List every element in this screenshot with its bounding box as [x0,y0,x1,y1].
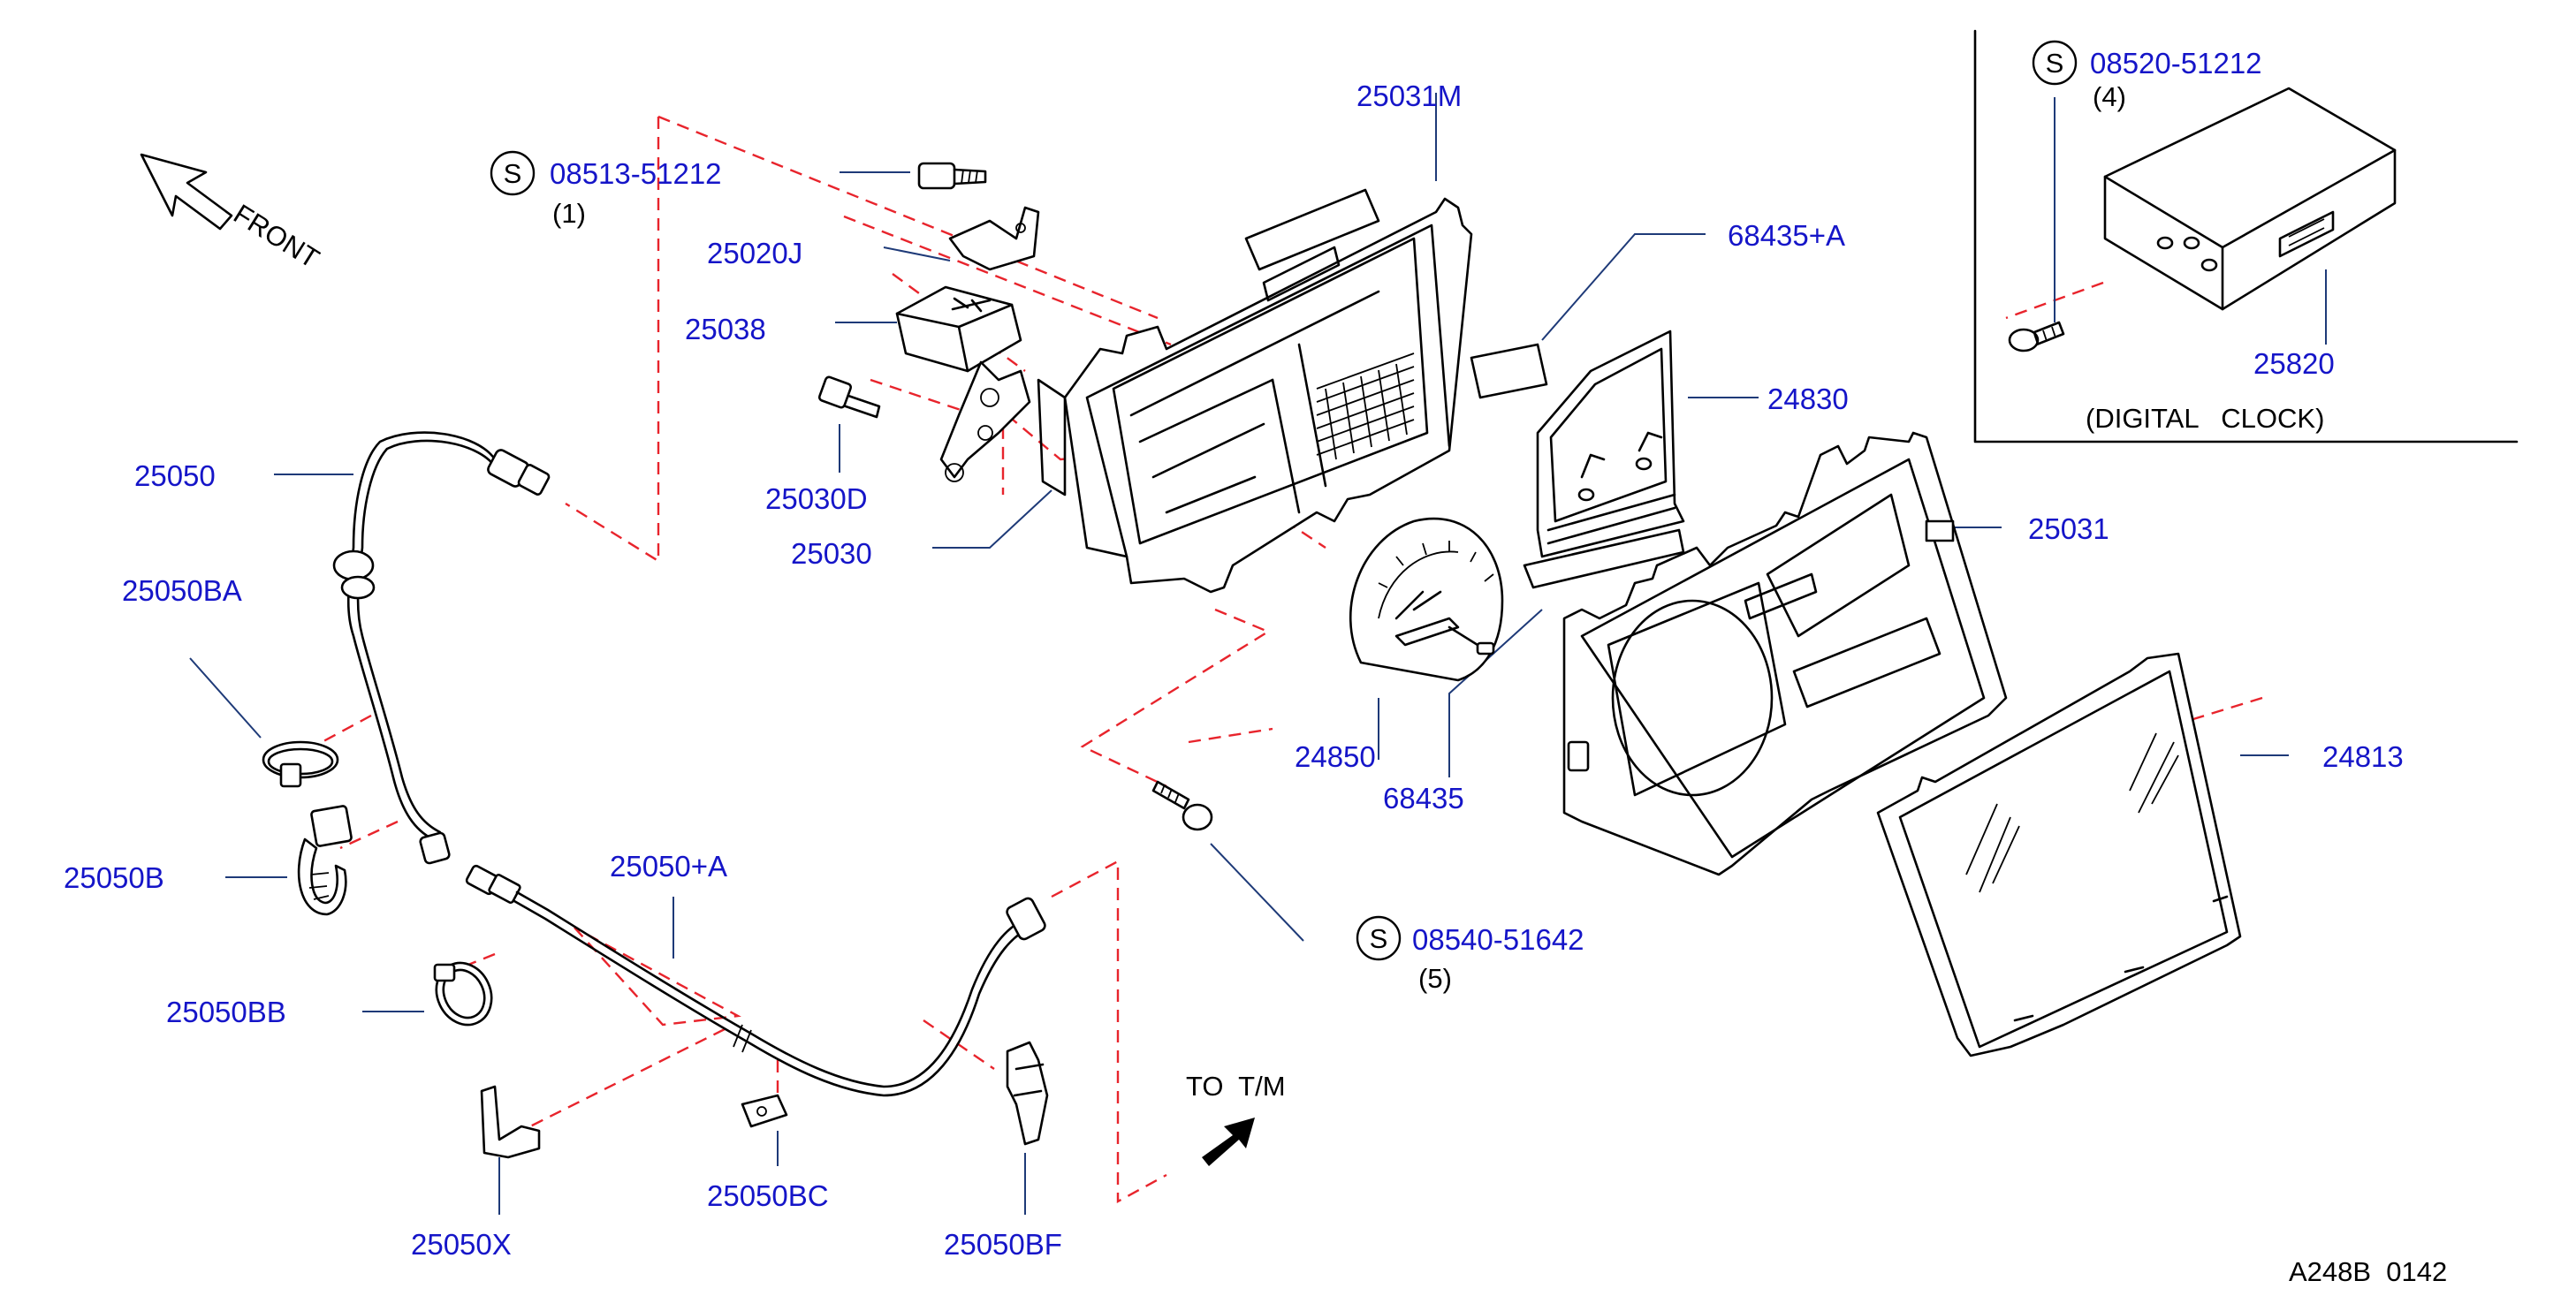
s-symbol-text: S [1370,923,1388,954]
leader-lines [189,93,2327,1215]
part-label-08513-51212[interactable]: 08513-51212 [550,157,722,190]
qty-label-08513-51212: (1) [552,198,586,229]
part-label-25820[interactable]: 25820 [2253,347,2335,380]
clip-25050BC[interactable] [741,1094,788,1128]
gasket-68435[interactable] [1523,528,1685,589]
part-label-08540-51642[interactable]: 08540-51642 [1412,923,1584,956]
part-label-25050B[interactable]: 25050B [64,861,164,894]
clamp-25050BA[interactable] [262,740,339,788]
part-label-25030D[interactable]: 25030D [765,482,868,515]
part-label-25020J[interactable]: 25020J [707,237,802,269]
front-label: FRONT [228,198,324,274]
part-label-25050BB[interactable]: 25050BB [166,996,286,1028]
housing-25030[interactable] [1037,188,1473,594]
clip-25050B[interactable] [297,805,353,916]
cover-25031[interactable] [1562,431,2008,876]
part-label-25050BA[interactable]: 25050BA [122,574,242,607]
bracket-25020J[interactable] [948,206,1040,271]
part-label-25050BF[interactable]: 25050BF [944,1228,1062,1261]
s-symbol-icon: S [1356,915,1402,961]
clip-25050BF[interactable] [1006,1041,1049,1146]
diagram-code: A248B 0142 [2289,1256,2447,1287]
s-symbol-icon: S [490,150,536,196]
part-label-08520-51212[interactable]: 08520-51212 [2090,47,2262,80]
part-label-25050A[interactable]: 25050+A [610,850,727,883]
part-label-25038[interactable]: 25038 [685,313,766,345]
screw-08540-51642[interactable] [1151,780,1213,831]
front-arrow-icon [140,153,233,231]
digital-clock-25820[interactable] [2103,87,2397,311]
part-label-68435A[interactable]: 68435+A [1728,219,1845,252]
part-label-25050X[interactable]: 25050X [411,1228,512,1261]
part-label-25050BC[interactable]: 25050BC [707,1179,829,1212]
gasket-68435A[interactable] [1470,343,1548,399]
bracket-25050X[interactable] [480,1085,541,1159]
screw-08520-51212[interactable] [2008,321,2065,352]
sensor-25038[interactable] [895,285,1031,482]
part-label-24850[interactable]: 24850 [1295,740,1376,773]
qty-label-08540-51642: (5) [1418,963,1452,994]
part-label-25031[interactable]: 25031 [2028,512,2109,545]
digital-clock-inset [1973,29,2519,443]
part-label-68435[interactable]: 68435 [1383,782,1464,815]
screw-08513-51212[interactable] [917,162,987,190]
part-label-24813[interactable]: 24813 [2322,740,2404,773]
s-symbol-icon: S [2032,40,2078,86]
clamp-25050BB[interactable] [427,954,502,1034]
gauge-panel-24830[interactable] [1536,330,1685,558]
to-tm-arrow-icon [1202,1118,1255,1166]
bolt-25030D[interactable] [817,375,881,419]
part-label-24830[interactable]: 24830 [1767,383,1849,415]
part-label-25030[interactable]: 25030 [791,537,872,570]
digital-clock-caption: (DIGITAL CLOCK) [2086,403,2324,434]
s-symbol-text: S [2046,48,2064,79]
cable-25050A[interactable] [465,864,1047,1097]
glass-24813[interactable] [1876,652,2242,1057]
speedometer-24850[interactable] [1349,517,1504,682]
s-symbol-text: S [504,158,522,189]
cable-25050[interactable] [332,431,551,865]
part-label-25050[interactable]: 25050 [134,459,216,492]
part-label-25031M[interactable]: 25031M [1356,80,1462,112]
qty-label-08520-51212: (4) [2093,81,2126,112]
to-tm-label: TO T/M [1186,1071,1286,1102]
